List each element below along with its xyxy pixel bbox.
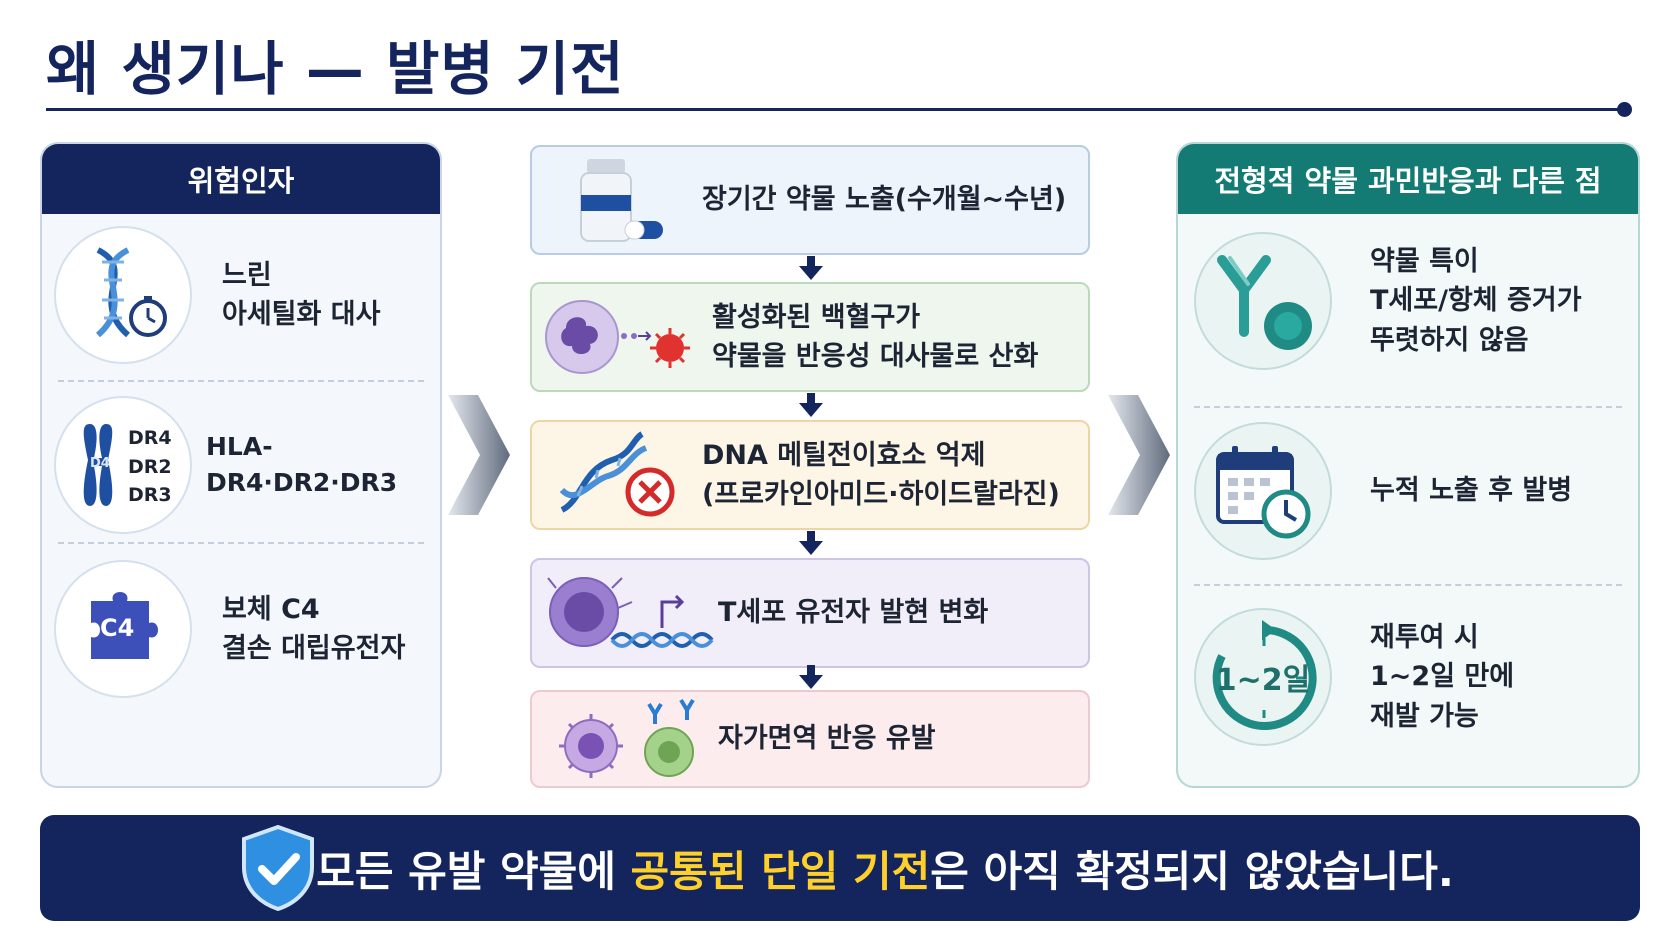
shield-check-icon [242,825,314,911]
differences-header: 전형적 약물 과민반응과 다른 점 [1178,144,1638,214]
flow-step-text: 자가면역 반응 유발 [718,723,936,755]
t-cell-gene-icon [532,568,732,658]
risk-item-line: 느린 [222,259,272,291]
arrow-down-icon [799,531,823,555]
flow-step-oxidation: 활성화된 백혈구가 약물을 반응성 대사물로 산화 [530,282,1090,392]
pill-bottle-icon [532,155,702,245]
title-underline-dot [1617,102,1632,117]
hla-allele: DR3 [128,484,172,506]
risk-item-line: 보체 C4 [222,593,320,625]
flow-step-text: 활성화된 백혈구가 [712,301,921,333]
difference-line: 약물 특이 [1370,246,1479,278]
difference-line: 누적 노출 후 발병 [1370,475,1573,507]
flow-step-text: DNA 메틸전이효소 억제 [702,439,986,471]
hla-allele: DR2 [128,455,172,478]
flow-step-text: (프로카인아미드·하이드랄라진) [702,479,1060,510]
flow-arrow-right-icon [1108,395,1170,515]
difference-line: 뚜렷하지 않음 [1370,324,1529,356]
divider [58,380,424,382]
flow-step-autoimmune: 자가면역 반응 유발 [530,690,1090,788]
divider [1194,406,1622,408]
difference-item-rechallenge: 1~2일 재투여 시 1~2일 만에 재발 가능 [1178,608,1638,746]
arrow-down-icon [799,393,823,417]
dna-stopwatch-icon [54,226,192,364]
puzzle-icon: C4 [54,560,192,698]
flow-step-text: 장기간 약물 노출(수개월~수년) [702,184,1067,216]
cycle-icon: 1~2일 [1194,608,1332,746]
difference-item-evidence: 약물 특이 T세포/항체 증거가 뚜렷하지 않음 [1178,232,1638,370]
hla-label: HLA-DR4·DR2·DR3 [206,431,398,497]
difference-item-cumulative: 누적 노출 후 발병 [1178,422,1638,560]
risk-item-line: 결손 대립유전자 [222,633,406,664]
difference-line: 1~2일 만에 [1370,661,1515,693]
difference-line: 재발 가능 [1370,700,1479,732]
flow-step-dnmt-inhibition: DNA 메틸전이효소 억제 (프로카인아미드·하이드랄라진) [530,420,1090,530]
risk-factors-panel: 위험인자 느린 아세틸화 대사 [40,142,442,788]
white-blood-cell-icon [532,292,702,382]
risk-item-line: 아세틸화 대사 [222,299,381,330]
flow-step-tcell-expression: T세포 유전자 발현 변화 [530,558,1090,668]
flow-step-text: T세포 유전자 발현 변화 [718,597,989,629]
arrow-down-icon [799,256,823,280]
arrow-down-icon [799,665,823,689]
flow-arrow-right-icon [448,395,510,515]
puzzle-label: C4 [100,614,135,642]
flow-step-text: 약물을 반응성 대사물로 산화 [712,341,1039,372]
page-title: 왜 생기나 — 발병 기전 [46,35,625,103]
conclusion-text: 모든 유발 약물에 공통된 단일 기전은 아직 확정되지 않았습니다. [316,838,1454,899]
title-underline [46,108,1624,111]
conclusion-text-end: 은 아직 확정되지 않았습니다. [930,846,1454,896]
risk-item-hla: D4 DR4 DR2 DR3 HLA-DR4·DR2·DR3 [42,396,440,534]
conclusion-highlight: 공통된 단일 기전 [630,846,931,896]
chromosome-label: D4 [90,456,110,471]
conclusion-banner: 모든 유발 약물에 공통된 단일 기전은 아직 확정되지 않았습니다. [40,815,1640,921]
divider [58,542,424,544]
antibody-cell-icon [1194,232,1332,370]
risk-item-c4: C4 보체 C4 결손 대립유전자 [42,560,440,698]
difference-line: T세포/항체 증거가 [1370,285,1582,317]
rechallenge-badge: 1~2일 [1215,663,1311,698]
dna-inhibit-icon [532,430,702,520]
risk-factors-header: 위험인자 [42,144,440,214]
autoimmune-cells-icon [532,696,732,782]
risk-item-acetylation: 느린 아세틸화 대사 [42,226,440,364]
chromosome-icon: D4 DR4 DR2 DR3 [54,396,192,534]
difference-line: 재투여 시 [1370,622,1479,654]
differences-panel: 전형적 약물 과민반응과 다른 점 약물 특이 T세포/항체 증거가 뚜렷하지 … [1176,142,1640,788]
hla-allele: DR4 [128,427,172,449]
conclusion-text-start: 모든 유발 약물에 [316,846,631,896]
divider [1194,584,1622,586]
calendar-clock-icon [1194,422,1332,560]
flow-step-exposure: 장기간 약물 노출(수개월~수년) [530,145,1090,255]
